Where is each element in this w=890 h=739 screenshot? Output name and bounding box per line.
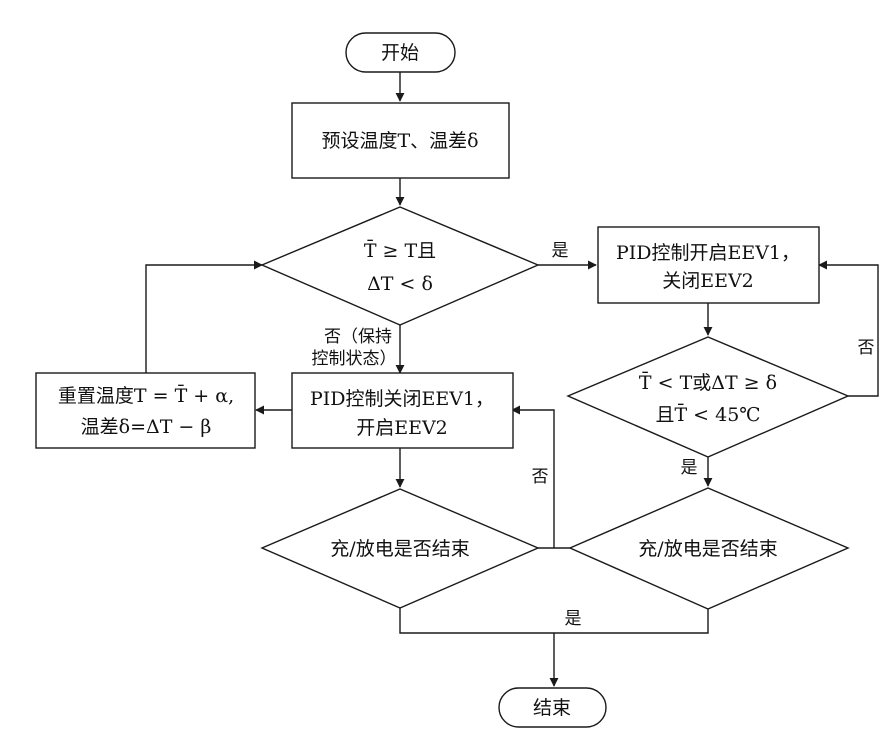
decision2-line2: 且T̄ < 45℃ <box>655 403 760 426</box>
reset-node: 重置温度T = T̄ + α, 温差δ=ΔT − β <box>35 372 256 449</box>
connectors <box>145 72 879 687</box>
check-right-label: 充/放电是否结束 <box>638 538 777 560</box>
label-check-no: 否 <box>532 467 549 487</box>
label-decision1-no-line1: 否（保持 <box>324 327 392 347</box>
label-decision1-yes: 是 <box>552 241 569 261</box>
start-node: 开始 <box>345 32 456 73</box>
label-check-yes: 是 <box>565 609 582 629</box>
label-decision1-no-line2: 控制状态） <box>312 349 397 369</box>
arrow-reset-loop <box>145 260 263 373</box>
pid-close-line1: PID控制关闭EEV1， <box>310 388 494 410</box>
pid-close-node: PID控制关闭EEV1， 开启EEV2 <box>291 372 514 449</box>
end-node: 结束 <box>498 687 607 728</box>
check-left-node: 充/放电是否结束 <box>260 488 540 609</box>
pid-open-line2: 关闭EEV2 <box>662 270 754 292</box>
edge-labels: 是 否（保持 控制状态） 否 是 否 是 <box>312 241 875 629</box>
pid-close-line2: 开启EEV2 <box>356 417 448 439</box>
end-label: 结束 <box>533 697 571 719</box>
arrow-decision2-no-loop <box>818 260 879 397</box>
arrow-check-no-loop <box>511 405 555 548</box>
reset-line2: 温差δ=ΔT − β <box>81 416 212 438</box>
decision1-line2: ΔT < δ <box>367 273 433 295</box>
reset-line1: 重置温度T = T̄ + α, <box>58 384 234 407</box>
check-right-node: 充/放电是否结束 <box>568 487 850 610</box>
preset-label: 预设温度T、温差δ <box>321 130 478 152</box>
label-decision2-yes: 是 <box>681 458 698 478</box>
pid-open-node: PID控制开启EEV1， 关闭EEV2 <box>597 226 820 304</box>
decision2-node: T̄ < T或ΔT ≥ δ 且T̄ < 45℃ <box>566 336 850 458</box>
check-left-label: 充/放电是否结束 <box>330 538 469 560</box>
label-decision2-no: 否 <box>858 338 875 358</box>
pid-open-line1: PID控制开启EEV1， <box>616 242 800 264</box>
line-check-yes-bus <box>399 608 709 634</box>
decision1-line1: T̄ ≥ T且 <box>364 239 436 262</box>
start-label: 开始 <box>381 42 419 64</box>
decision2-line1: T̄ < T或ΔT ≥ δ <box>639 371 777 394</box>
preset-node: 预设温度T、温差δ <box>291 102 510 179</box>
decision1-node: T̄ ≥ T且 ΔT < δ <box>260 206 540 326</box>
